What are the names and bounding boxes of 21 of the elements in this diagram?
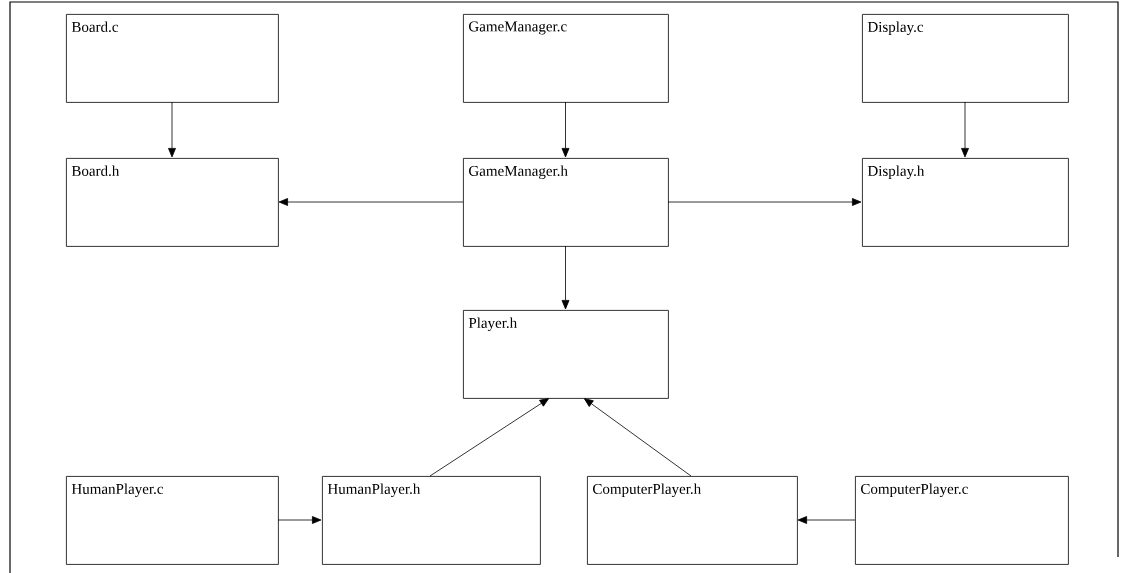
arrow: [961, 101, 969, 158]
file-box: Board.h: [66, 158, 279, 247]
arrow: [584, 398, 692, 477]
arrow: [277, 516, 322, 524]
file-box: Board.c: [66, 14, 279, 103]
file-box: Display.c: [862, 14, 1069, 103]
file-box: HumanPlayer.h: [322, 476, 541, 565]
arrow: [561, 101, 570, 158]
file-box: GameManager.c: [463, 14, 669, 103]
file-box: HumanPlayer.c: [66, 476, 279, 565]
file-box: GameManager.h: [463, 158, 669, 247]
arrow: [429, 398, 549, 477]
arrow: [667, 198, 862, 206]
arrow: [561, 245, 570, 310]
file-box: Player.h: [463, 310, 669, 399]
file-box: Display.h: [862, 158, 1069, 247]
file-box: ComputerPlayer.h: [587, 476, 798, 565]
file-box: ComputerPlayer.c: [855, 476, 1069, 565]
arrow: [168, 101, 176, 158]
arrow: [278, 198, 464, 206]
arrow: [797, 516, 856, 524]
